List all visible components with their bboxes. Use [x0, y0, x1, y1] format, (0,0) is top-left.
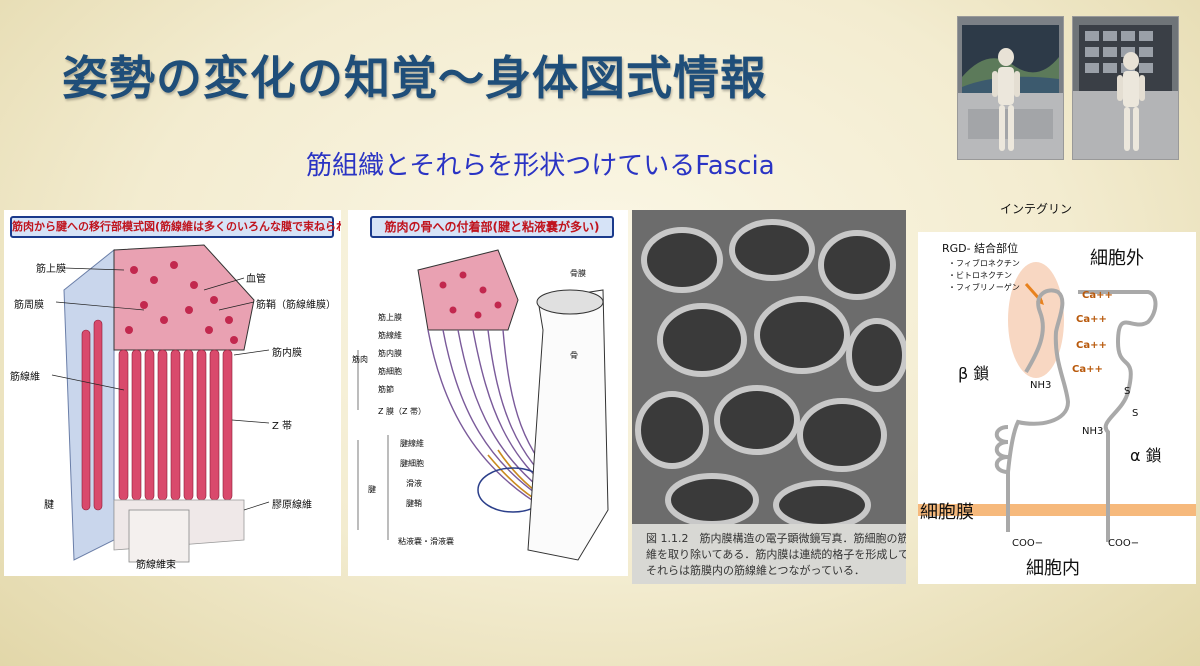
integrin-title: インテグリン: [1000, 202, 1073, 216]
label-fascicle: 筋線維束: [136, 560, 176, 571]
micrograph-image: [632, 210, 906, 524]
label-tendon-sheath: 腱鞘: [406, 499, 422, 508]
label-sarcomere: 筋節: [378, 385, 394, 394]
label-beta-chain: β 鎖: [958, 364, 990, 383]
label-extracellular: 細胞外: [1090, 248, 1144, 269]
label-alpha-chain: α 鎖: [1130, 446, 1162, 465]
label-bursa: 粘液嚢・滑液嚢: [398, 537, 454, 546]
label-perimysium: 筋周膜: [14, 300, 44, 311]
label-coo-2: COO−: [1108, 538, 1140, 549]
rgd-item-fibrinogen: ・フィブリノーゲン: [948, 283, 1020, 292]
label-muscle-cell: 筋細胞: [378, 367, 402, 376]
page-subtitle: 筋組織とそれらを形状つけているFascia: [306, 151, 775, 181]
label-z-membrane: Z 膜（Z 帯）: [378, 407, 427, 416]
label-ca-2: Ca++: [1076, 314, 1107, 325]
photo-figure-laptop-2: [1072, 16, 1179, 160]
micrograph-caption-line-1: 図 1.1.2 筋内膜構造の電子顕微鏡写真．筋細胞の筋原: [646, 532, 906, 545]
label-z-band: Z 帯: [272, 421, 293, 432]
panel-endomysium-micrograph: 図 1.1.2 筋内膜構造の電子顕微鏡写真．筋細胞の筋原 維を取り除いてある．筋…: [632, 210, 906, 584]
label-ca-4: Ca++: [1072, 364, 1103, 375]
micrograph-caption-line-2: 維を取り除いてある．筋内膜は連続的格子を形成してお: [646, 548, 906, 561]
label-muscle-fiber: 筋線維: [10, 372, 40, 383]
label-sarcolemma: 筋鞘（筋線維膜）: [256, 300, 336, 311]
micrograph-caption-line-3: それらは筋膜内の筋線維とつながっている．: [646, 564, 866, 577]
label-cell-membrane: 細胞膜: [920, 502, 974, 523]
label-tendon: 腱: [44, 500, 54, 511]
photo-figure-laptop-1: [957, 16, 1064, 160]
panel-muscle-tendon-transition: 筋肉から腱への移行部模式図(筋線維は多くのいろんな膜で束ねられている): [4, 210, 341, 576]
cell-membrane-band: [918, 504, 1196, 516]
label-sulfur-2: S: [1132, 408, 1139, 419]
rgd-site-label: RGD- 結合部位: [942, 242, 1019, 255]
label-nh3-1: NH3: [1030, 380, 1052, 391]
panel1-header: 筋肉から腱への移行部模式図(筋線維は多くのいろんな膜で束ねられている): [10, 216, 341, 238]
muscle-bone-illustration: [357, 249, 609, 561]
rgd-item-fibronectin: ・フィブロネクチン: [948, 259, 1020, 268]
page-title: 姿勢の変化の知覚〜身体図式情報: [62, 51, 767, 105]
label-synovial-fluid: 滑液: [406, 479, 422, 488]
panel-muscle-bone-attachment: 筋肉の骨への付着部(腱と粘液嚢が多い) 骨膜 骨 筋上膜 筋線維 筋内膜 筋細胞…: [348, 210, 628, 576]
label-ca-1: Ca++: [1082, 290, 1113, 301]
photo-illustration-2: [1073, 17, 1178, 159]
label-nh3-2: NH3: [1082, 426, 1104, 437]
label-tendon-2: 腱: [368, 485, 376, 494]
label-sulfur-1: S: [1124, 386, 1131, 397]
integrin-illustration: [918, 262, 1196, 542]
muscle-transition-illustration: [51, 244, 270, 563]
label-muscle: 筋肉: [352, 355, 368, 364]
panel-integrin-diagram: RGD- 結合部位 ・フィブロネクチン ・ビトロネクチン ・フィブリノーゲン 細…: [918, 232, 1196, 584]
label-bone: 骨: [570, 351, 578, 360]
label-blood-vessel: 血管: [246, 274, 266, 285]
label-tendon-cell: 腱細胞: [400, 459, 424, 468]
rgd-binding-site-blob: [1008, 262, 1064, 378]
label-periosteum: 骨膜: [570, 269, 586, 278]
label-collagen-fiber: 膠原線維: [272, 500, 312, 511]
label-ca-3: Ca++: [1076, 340, 1107, 351]
photo-illustration-1: [958, 17, 1063, 159]
rgd-item-vitronectin: ・ビトロネクチン: [948, 271, 1012, 280]
label-endomysium: 筋内膜: [272, 348, 302, 359]
label-coo-1: COO−: [1012, 538, 1044, 549]
label-intracellular: 細胞内: [1026, 558, 1080, 579]
label-muscle-fiber-2: 筋線維: [378, 331, 402, 340]
label-epimysium-2: 筋上膜: [378, 313, 402, 322]
label-tendon-fiber: 腱線維: [400, 439, 424, 448]
panel2-header: 筋肉の骨への付着部(腱と粘液嚢が多い): [370, 216, 614, 238]
label-endomysium-2: 筋内膜: [378, 349, 402, 358]
label-epimysium: 筋上膜: [36, 264, 66, 275]
